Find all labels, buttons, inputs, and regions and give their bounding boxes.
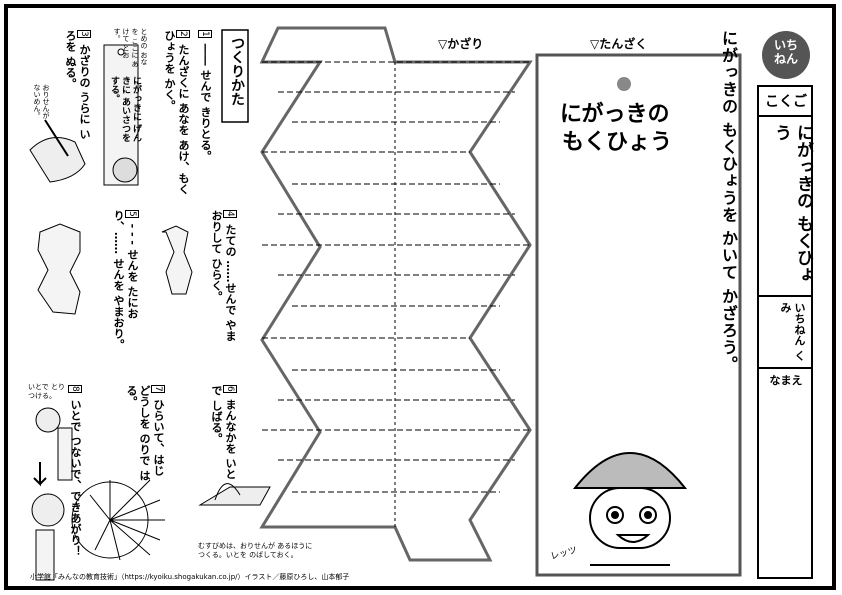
step-6-note: むすびめは、おりせんが あるほうに つくる。いとを のばしておく。 bbox=[198, 542, 313, 559]
step-8: 8 いとで つないで、できあがり！ bbox=[68, 385, 82, 570]
step-2: 2 たんざくに あなを あけ、もくひょうを かく。 bbox=[163, 30, 190, 200]
step-8-note: いとで とりつける。 bbox=[28, 383, 66, 400]
main-instruction: にがっきの もくひょうを かいて かざろう。 bbox=[719, 30, 738, 373]
step-6: 6 まんなかを いとで しばる。 bbox=[210, 385, 237, 485]
step-6-text: まんなかを いとで しばる。 bbox=[210, 385, 237, 480]
decoration-label: ▽かざり bbox=[438, 37, 484, 51]
step-7-text: ひらいて、はじどうしを のりで はる。 bbox=[125, 385, 165, 481]
kazari-outline bbox=[259, 26, 533, 562]
step-illustrations bbox=[29, 44, 271, 581]
step-7: 7 ひらいて、はじどうしを のりで はる。 bbox=[125, 385, 165, 485]
hand-sketch bbox=[29, 137, 86, 183]
grade-badge: いち ねん bbox=[773, 38, 798, 66]
worksheet-title: にがっきの もくひょう bbox=[771, 124, 813, 283]
step-7-number: 7 bbox=[151, 385, 165, 393]
hole-mark bbox=[617, 77, 631, 91]
instructions-title: つくりかた bbox=[229, 36, 245, 106]
step-3-text: かざりの うらに いろを ぬる。 bbox=[64, 30, 91, 140]
step-2-text: たんざくに あなを あけ、もくひょうを かく。 bbox=[163, 30, 190, 195]
strip-label: ▽たんざく bbox=[590, 37, 648, 51]
grade-badge-circle bbox=[762, 31, 810, 79]
mini-strip-text: にがっきに げんきに あいさつを する。 bbox=[109, 76, 141, 143]
step-5: 5 - - - せんを たにおり、…… せんを やまおり。 bbox=[112, 210, 139, 360]
fan-sketch bbox=[71, 479, 165, 561]
folded-kazari-sketch bbox=[37, 223, 81, 315]
step-3: 3 かざりの うらに いろを ぬる。 bbox=[64, 30, 91, 140]
finished-decoration-sketch bbox=[31, 407, 73, 581]
title-column bbox=[757, 31, 813, 579]
subject-label: こくご bbox=[765, 94, 807, 110]
step-5-number: 5 bbox=[125, 210, 139, 218]
name-label: なまえ bbox=[769, 374, 803, 387]
step-6-number: 6 bbox=[223, 385, 237, 393]
step-4: 4 たての ……せんで やまおりして ひらく。 bbox=[210, 210, 237, 350]
character-illustration bbox=[572, 452, 688, 566]
worksheet-frame bbox=[4, 4, 836, 590]
step-5-text: - - - せんを たにおり、…… せんを やまおり。 bbox=[112, 210, 139, 350]
footer-credit: 小学館「みんなの教育技術」（https://kyoiku.shogakukan.… bbox=[30, 573, 350, 581]
mini-character-sketch bbox=[112, 157, 138, 183]
step-3-note: おりせんが ないめん。 bbox=[33, 84, 50, 119]
instructions-title-box bbox=[221, 29, 249, 123]
step-4-text: たての ……せんで やまおりして ひらく。 bbox=[210, 210, 237, 342]
class-label: いちねん くみ bbox=[779, 302, 806, 361]
tied-kazari-sketch bbox=[198, 486, 271, 506]
step-8-text: いとで つないで、できあがり！ bbox=[69, 398, 82, 557]
step-3-number: 3 bbox=[77, 30, 91, 38]
step-1-text: ―― せんで きりとる。 bbox=[199, 43, 212, 162]
strip-title-line1: にがっきの bbox=[560, 102, 670, 127]
step-1-number: 1 bbox=[198, 30, 212, 38]
step-1: 1 ―― せんで きりとる。 bbox=[198, 30, 212, 200]
step-2-note: とめの おなを ここに あけて とおす。 bbox=[113, 28, 148, 68]
step-2-number: 2 bbox=[176, 30, 190, 38]
folding-kazari-sketch bbox=[161, 225, 193, 295]
strip-title-line2: もくひょう bbox=[562, 130, 673, 155]
step-4-number: 4 bbox=[223, 210, 237, 218]
step-8-number: 8 bbox=[68, 385, 82, 393]
